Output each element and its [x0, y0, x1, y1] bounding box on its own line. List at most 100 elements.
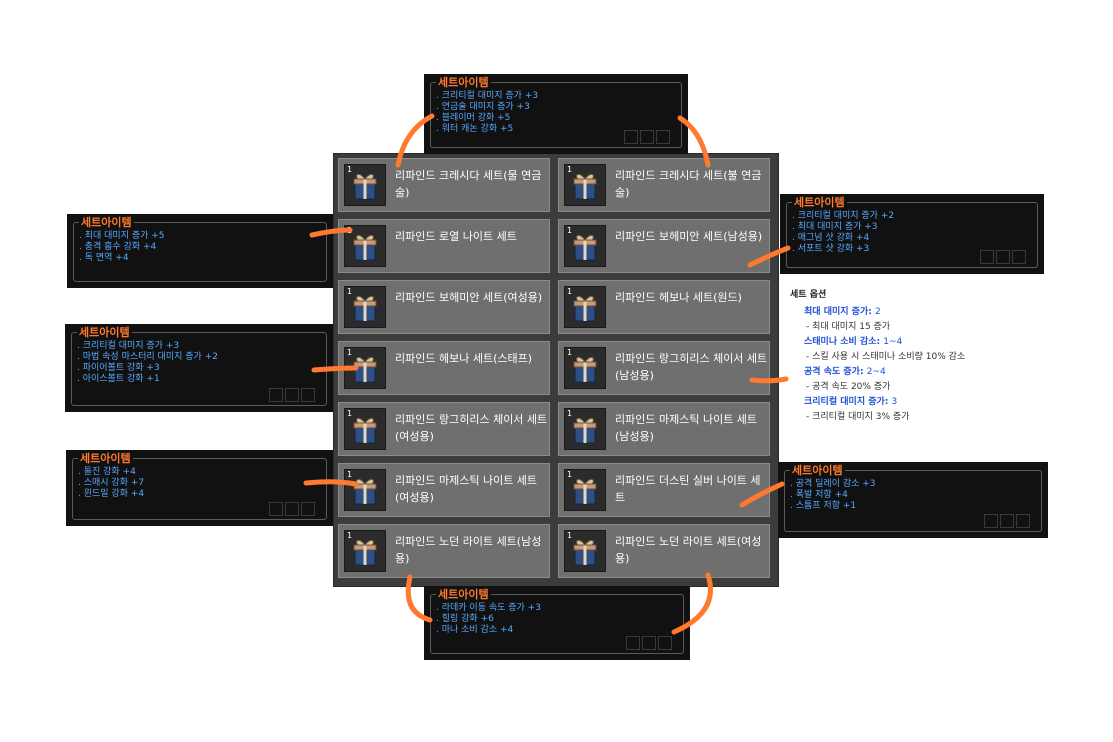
tooltip-line: . 매그넘 샷 강화 +4	[792, 233, 870, 243]
option-label: 스태미나 소비 감소:	[804, 337, 881, 347]
set-option-desc: - 크리티컬 대미지 3% 증가	[806, 412, 910, 422]
tooltip-title: 세트아이템	[78, 452, 133, 465]
item-slot: 1	[344, 286, 386, 328]
option-label: 공격 속도 증가:	[804, 367, 864, 377]
gift-box-icon	[573, 173, 597, 200]
set-item-tooltip: 세트아이템 . 최대 대미지 증가 +5 . 충격 흡수 강화 +4 . 독 면…	[67, 214, 333, 288]
tooltip-slot-deco	[980, 250, 1026, 264]
tooltip-lines: . 최대 대미지 증가 +5 . 충격 흡수 강화 +4 . 독 면역 +4	[79, 231, 165, 264]
item-slot: 1	[564, 530, 606, 572]
tooltip-line: . 크리티컬 대미지 증가 +3	[77, 341, 180, 351]
set-option-name: 크리티컬 대미지 증가: 3	[804, 397, 990, 408]
tooltip-lines: . 크리티컬 대미지 증가 +3 . 연금술 대미지 증가 +3 . 블레이머 …	[436, 91, 538, 135]
item-qty: 1	[567, 226, 573, 235]
item-slot: 1	[344, 530, 386, 572]
tooltip-line: . 아이스볼트 강화 +1	[77, 374, 160, 384]
item-slot: 1	[344, 408, 386, 450]
item-name: 리파인드 보헤미안 세트(여성용)	[395, 291, 543, 304]
item-card[interactable]: 1 리파인드 로열 나이트 세트	[338, 219, 550, 273]
tooltip-title: 세트아이템	[790, 464, 845, 477]
tooltip-lines: . 돌진 강화 +4 . 스매시 강화 +7 . 윈드밀 강화 +4	[78, 467, 144, 500]
item-name: 리파인드 노던 라이트 세트(남성용)	[395, 535, 542, 565]
set-options-panel: 세트 옵션 최대 대미지 증가: 2 - 최대 대미지 15 증가 스태미나 소…	[790, 290, 990, 427]
item-slot: 1	[564, 225, 606, 267]
item-card[interactable]: 1 리파인드 노던 라이트 세트(남성용)	[338, 524, 550, 578]
item-slot: 1	[344, 347, 386, 389]
tooltip-lines: . 크리티컬 대미지 증가 +3 . 마법 속성 마스터리 대미지 증가 +2 …	[77, 341, 218, 385]
tooltip-line: . 서포트 샷 강화 +3	[792, 244, 870, 254]
tooltip-title: 세트아이템	[77, 326, 132, 339]
tooltip-line: . 워터 캐논 강화 +5	[436, 124, 514, 134]
item-name: 리파인드 크레시다 세트(물 연금술)	[395, 169, 542, 199]
item-qty: 1	[347, 165, 353, 174]
item-name: 리파인드 헤보나 세트(스태프)	[395, 352, 533, 365]
gift-box-icon	[573, 478, 597, 505]
item-card[interactable]: 1 리파인드 더스틴 실버 나이트 세트	[558, 463, 770, 517]
item-slot: 1	[564, 469, 606, 511]
item-card[interactable]: 1 리파인드 크레시다 세트(불 연금술)	[558, 158, 770, 212]
option-label: 최대 대미지 증가:	[804, 307, 872, 317]
item-card[interactable]: 1 리파인드 보헤미안 세트(여성용)	[338, 280, 550, 334]
item-qty: 1	[567, 409, 573, 418]
item-card[interactable]: 1 리파인드 크레시다 세트(물 연금술)	[338, 158, 550, 212]
item-slot: 1	[564, 164, 606, 206]
set-item-tooltip: 세트아이템 . 크리티컬 대미지 증가 +3 . 연금술 대미지 증가 +3 .…	[424, 74, 688, 154]
tooltip-line: . 크리티컬 대미지 증가 +2	[792, 211, 895, 221]
item-name: 리파인드 더스틴 실버 나이트 세트	[615, 474, 761, 504]
item-name: 리파인드 노던 라이트 세트(여성용)	[615, 535, 762, 565]
gift-box-icon	[353, 234, 377, 261]
item-card[interactable]: 1 리파인드 노던 라이트 세트(여성용)	[558, 524, 770, 578]
tooltip-line: . 스톰프 저항 +1	[790, 501, 857, 511]
item-card[interactable]: 1 리파인드 마제스틱 나이트 세트(여성용)	[338, 463, 550, 517]
tooltip-line: . 윈드밀 강화 +4	[78, 489, 145, 499]
tooltip-slot-deco	[269, 502, 315, 516]
item-qty: 1	[347, 287, 353, 296]
set-item-tooltip: 세트아이템 . 라데카 이동 속도 증가 +3 . 힐링 강화 +6 . 마나 …	[424, 586, 690, 660]
set-option-name: 공격 속도 증가: 2~4	[804, 367, 990, 378]
tooltip-lines: . 공격 딜레이 감소 +3 . 폭발 저항 +4 . 스톰프 저항 +1	[790, 479, 876, 512]
tooltip-lines: . 크리티컬 대미지 증가 +2 . 최대 대미지 증가 +3 . 매그넘 샷 …	[792, 211, 894, 255]
tooltip-frame	[73, 222, 327, 282]
tooltip-line: . 공격 딜레이 감소 +3	[790, 479, 876, 489]
tooltip-lines: . 라데카 이동 속도 증가 +3 . 힐링 강화 +6 . 마나 소비 감소 …	[436, 603, 541, 636]
gift-box-icon	[573, 234, 597, 261]
tooltip-line: . 돌진 강화 +4	[78, 467, 136, 477]
item-card[interactable]: 1 리파인드 마제스틱 나이트 세트(남성용)	[558, 402, 770, 456]
set-item-tooltip: 세트아이템 . 크리티컬 대미지 증가 +3 . 마법 속성 마스터리 대미지 …	[65, 324, 333, 412]
tooltip-line: . 최대 대미지 증가 +5	[79, 231, 165, 241]
tooltip-line: . 마나 소비 감소 +4	[436, 625, 514, 635]
gift-box-icon	[573, 356, 597, 383]
item-slot: 1	[344, 225, 386, 267]
tooltip-line: . 최대 대미지 증가 +3	[792, 222, 878, 232]
tooltip-line: . 블레이머 강화 +5	[436, 113, 511, 123]
tooltip-slot-deco	[626, 636, 672, 650]
item-card[interactable]: 1 리파인드 헤보나 세트(스태프)	[338, 341, 550, 395]
item-card[interactable]: 1 리파인드 헤보나 세트(원드)	[558, 280, 770, 334]
tooltip-title: 세트아이템	[436, 588, 491, 601]
set-item-tooltip: 세트아이템 . 돌진 강화 +4 . 스매시 강화 +7 . 윈드밀 강화 +4	[66, 450, 333, 526]
tooltip-line: . 독 면역 +4	[79, 253, 129, 263]
tooltip-frame	[72, 458, 327, 520]
gift-box-icon	[353, 478, 377, 505]
gift-box-icon	[353, 173, 377, 200]
set-item-tooltip: 세트아이템 . 공격 딜레이 감소 +3 . 폭발 저항 +4 . 스톰프 저항…	[778, 462, 1048, 538]
item-card[interactable]: 1 리파인드 랑그히리스 체이서 세트(남성용)	[558, 341, 770, 395]
tooltip-line: . 충격 흡수 강화 +4	[79, 242, 157, 252]
item-name: 리파인드 랑그히리스 체이서 세트(남성용)	[615, 352, 768, 382]
item-grid-panel: 1 리파인드 크레시다 세트(물 연금술) 1 리파인드 크레시다 세트(불 연…	[333, 153, 779, 587]
tooltip-title: 세트아이템	[792, 196, 847, 209]
item-qty: 1	[567, 531, 573, 540]
tooltip-line: . 연금술 대미지 증가 +3	[436, 102, 530, 112]
gift-box-icon	[573, 295, 597, 322]
item-qty: 1	[567, 470, 573, 479]
set-option-desc: - 공격 속도 20% 증가	[806, 382, 891, 392]
item-qty: 1	[567, 348, 573, 357]
option-label: 크리티컬 대미지 증가:	[804, 397, 889, 407]
tooltip-slot-deco	[624, 130, 670, 144]
item-slot: 1	[564, 347, 606, 389]
gift-box-icon	[353, 356, 377, 383]
option-range: 3	[891, 397, 898, 407]
tooltip-frame	[786, 202, 1038, 268]
item-card[interactable]: 1 리파인드 랑그히리스 체이서 세트(여성용)	[338, 402, 550, 456]
item-card[interactable]: 1 리파인드 보헤미안 세트(남성용)	[558, 219, 770, 273]
